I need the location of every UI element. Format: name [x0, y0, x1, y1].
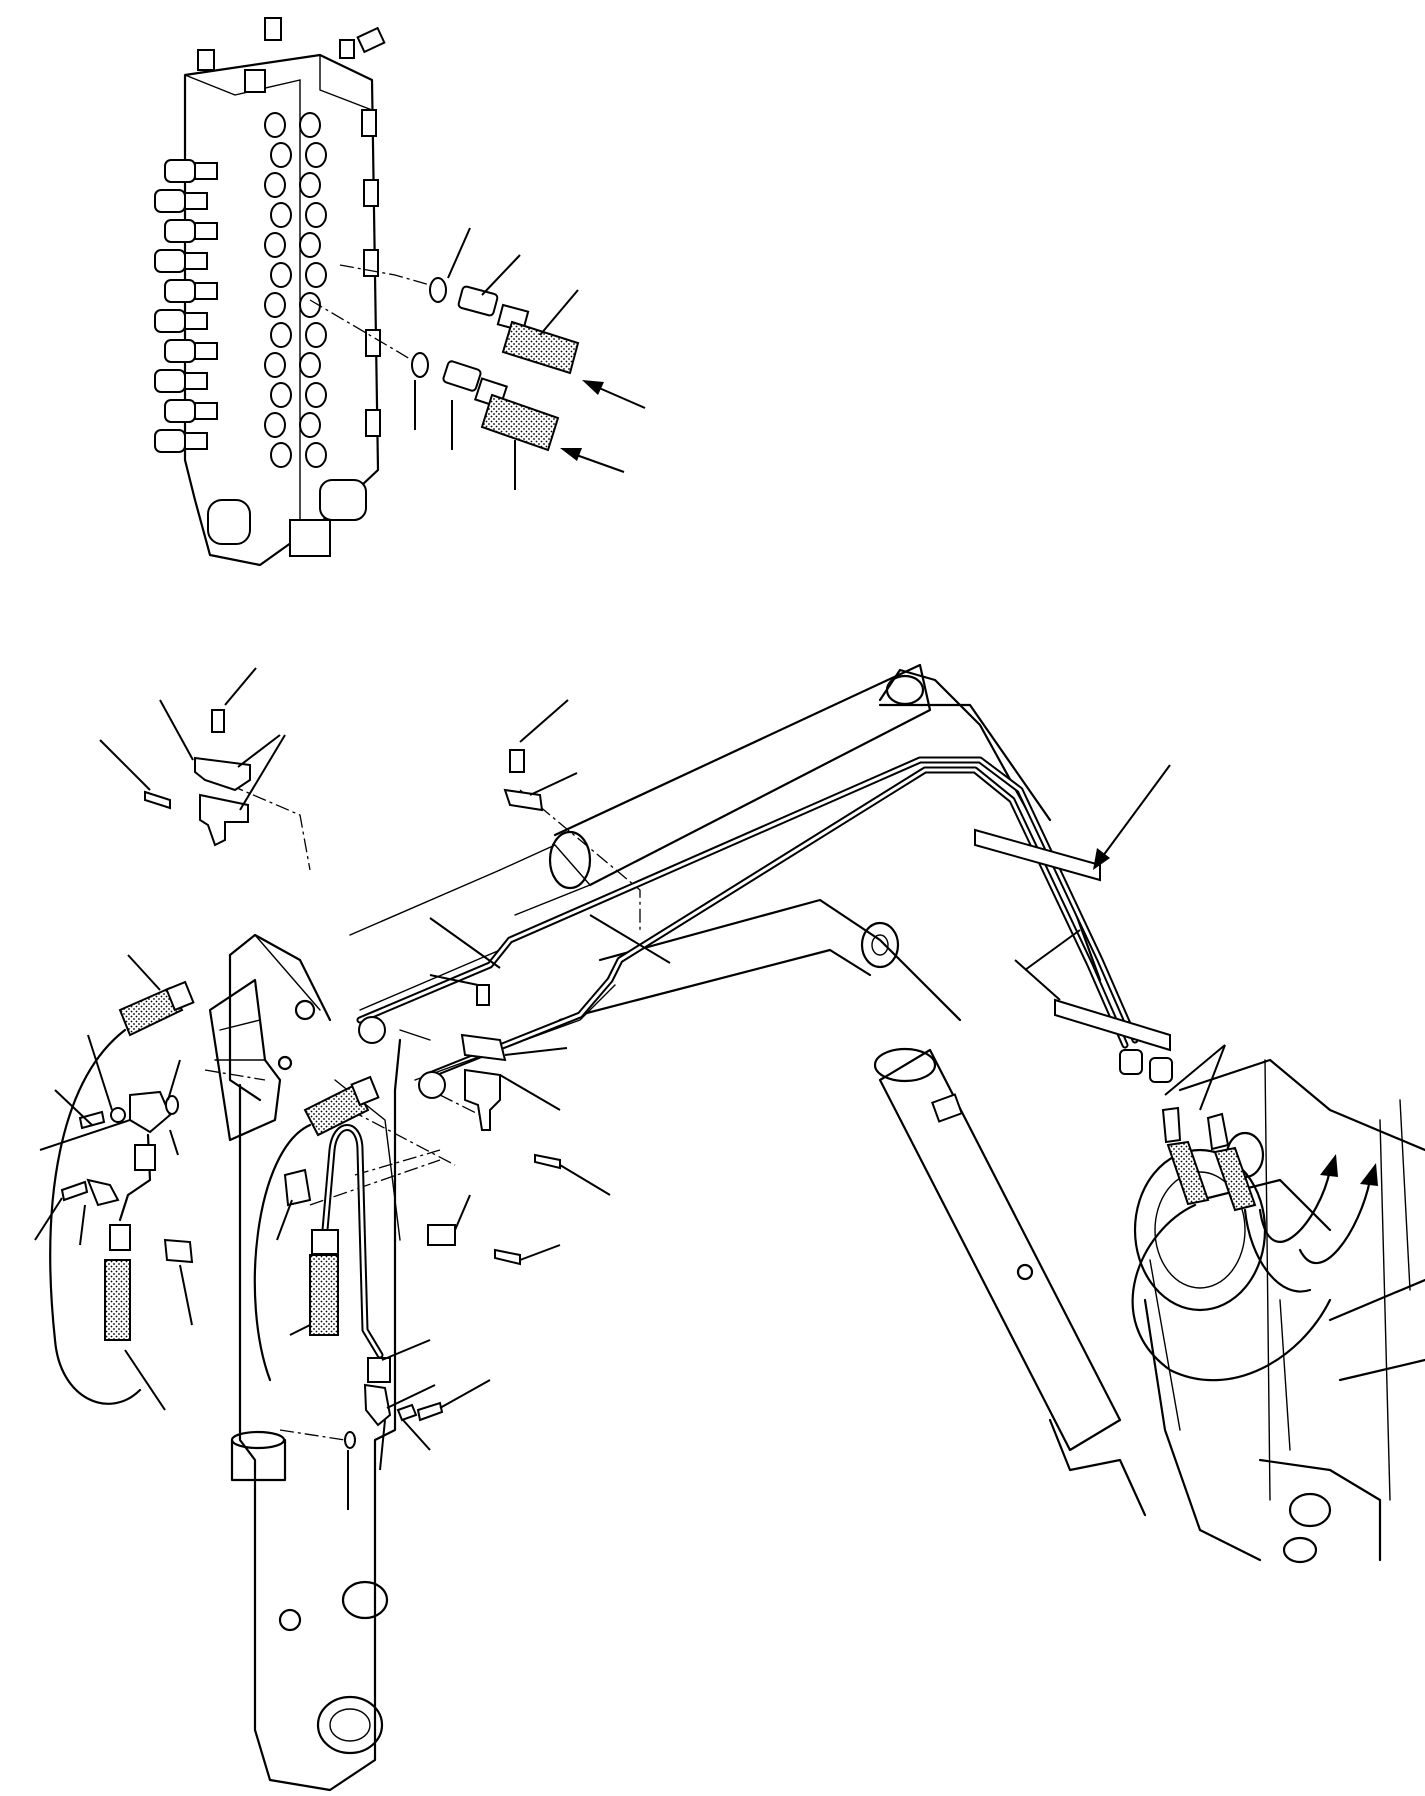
valve-spool-cap — [154, 429, 208, 453]
boom-flow-arrows — [1093, 764, 1378, 1265]
valve-callout-leaders — [414, 227, 579, 490]
valve-port — [270, 142, 292, 168]
valve-port — [305, 262, 327, 288]
valve-port — [305, 322, 327, 348]
valve-port — [264, 232, 286, 258]
clamp-assembly-mid — [358, 984, 561, 1170]
control-valve-assembly — [154, 17, 386, 567]
valve-spool-cap — [164, 219, 218, 243]
valve-fitting-set-lower — [309, 299, 560, 452]
bolt-top-left — [211, 709, 225, 733]
valve-port — [264, 292, 286, 318]
valve-port — [299, 352, 321, 378]
hose-end-lower — [480, 393, 560, 452]
valve-port — [264, 172, 286, 198]
clamp-half-upper — [194, 756, 251, 792]
valve-spool-cap — [154, 189, 208, 213]
valve-port — [264, 112, 286, 138]
arm-center-tube — [253, 1075, 521, 1449]
o-ring-upper — [429, 277, 447, 303]
centerlines-lower — [204, 784, 641, 1441]
base-hoses — [1131, 1106, 1332, 1382]
valve-port — [299, 172, 321, 198]
clamp-assembly-top-middle — [503, 749, 544, 812]
valve-spool-cap — [164, 159, 218, 183]
valve-port — [299, 412, 321, 438]
valve-spool-cap — [164, 399, 218, 423]
valve-port — [299, 232, 321, 258]
valve-port — [264, 412, 286, 438]
valve-port — [299, 112, 321, 138]
valve-port — [299, 292, 321, 318]
hose-end-upper — [501, 320, 580, 375]
valve-port — [270, 442, 292, 468]
clamp-plate-middle — [503, 788, 544, 812]
valve-flow-arrows — [560, 380, 646, 473]
valve-port — [264, 352, 286, 378]
valve-port — [305, 142, 327, 168]
valve-spool-cap — [154, 369, 208, 393]
union-fitting-lower — [442, 360, 482, 392]
bolt-side-left — [144, 790, 171, 810]
clamp-half-lower — [199, 793, 249, 847]
valve-port — [305, 202, 327, 228]
valve-spool-cap — [154, 309, 208, 333]
boom-structure — [208, 663, 1425, 1792]
valve-spool-cap — [154, 249, 208, 273]
bolt-top-middle — [509, 749, 525, 773]
valve-port — [270, 382, 292, 408]
valve-port — [305, 382, 327, 408]
valve-port — [270, 262, 292, 288]
valve-port — [305, 442, 327, 468]
valve-spool-cap — [164, 339, 218, 363]
arm-left-hose-assembly — [49, 980, 195, 1405]
o-ring-lower — [411, 352, 429, 378]
boom-tubes — [356, 756, 1139, 1081]
clamp-assembly-top-left — [144, 709, 251, 847]
valve-port — [270, 322, 292, 348]
valve-spool-cap — [164, 279, 218, 303]
boom-callout-leaders — [34, 667, 1226, 1510]
valve-fitting-set-upper — [339, 264, 580, 375]
boom-tube-clamps — [974, 828, 1173, 1083]
union-fitting-upper — [457, 285, 499, 317]
valve-port — [270, 202, 292, 228]
